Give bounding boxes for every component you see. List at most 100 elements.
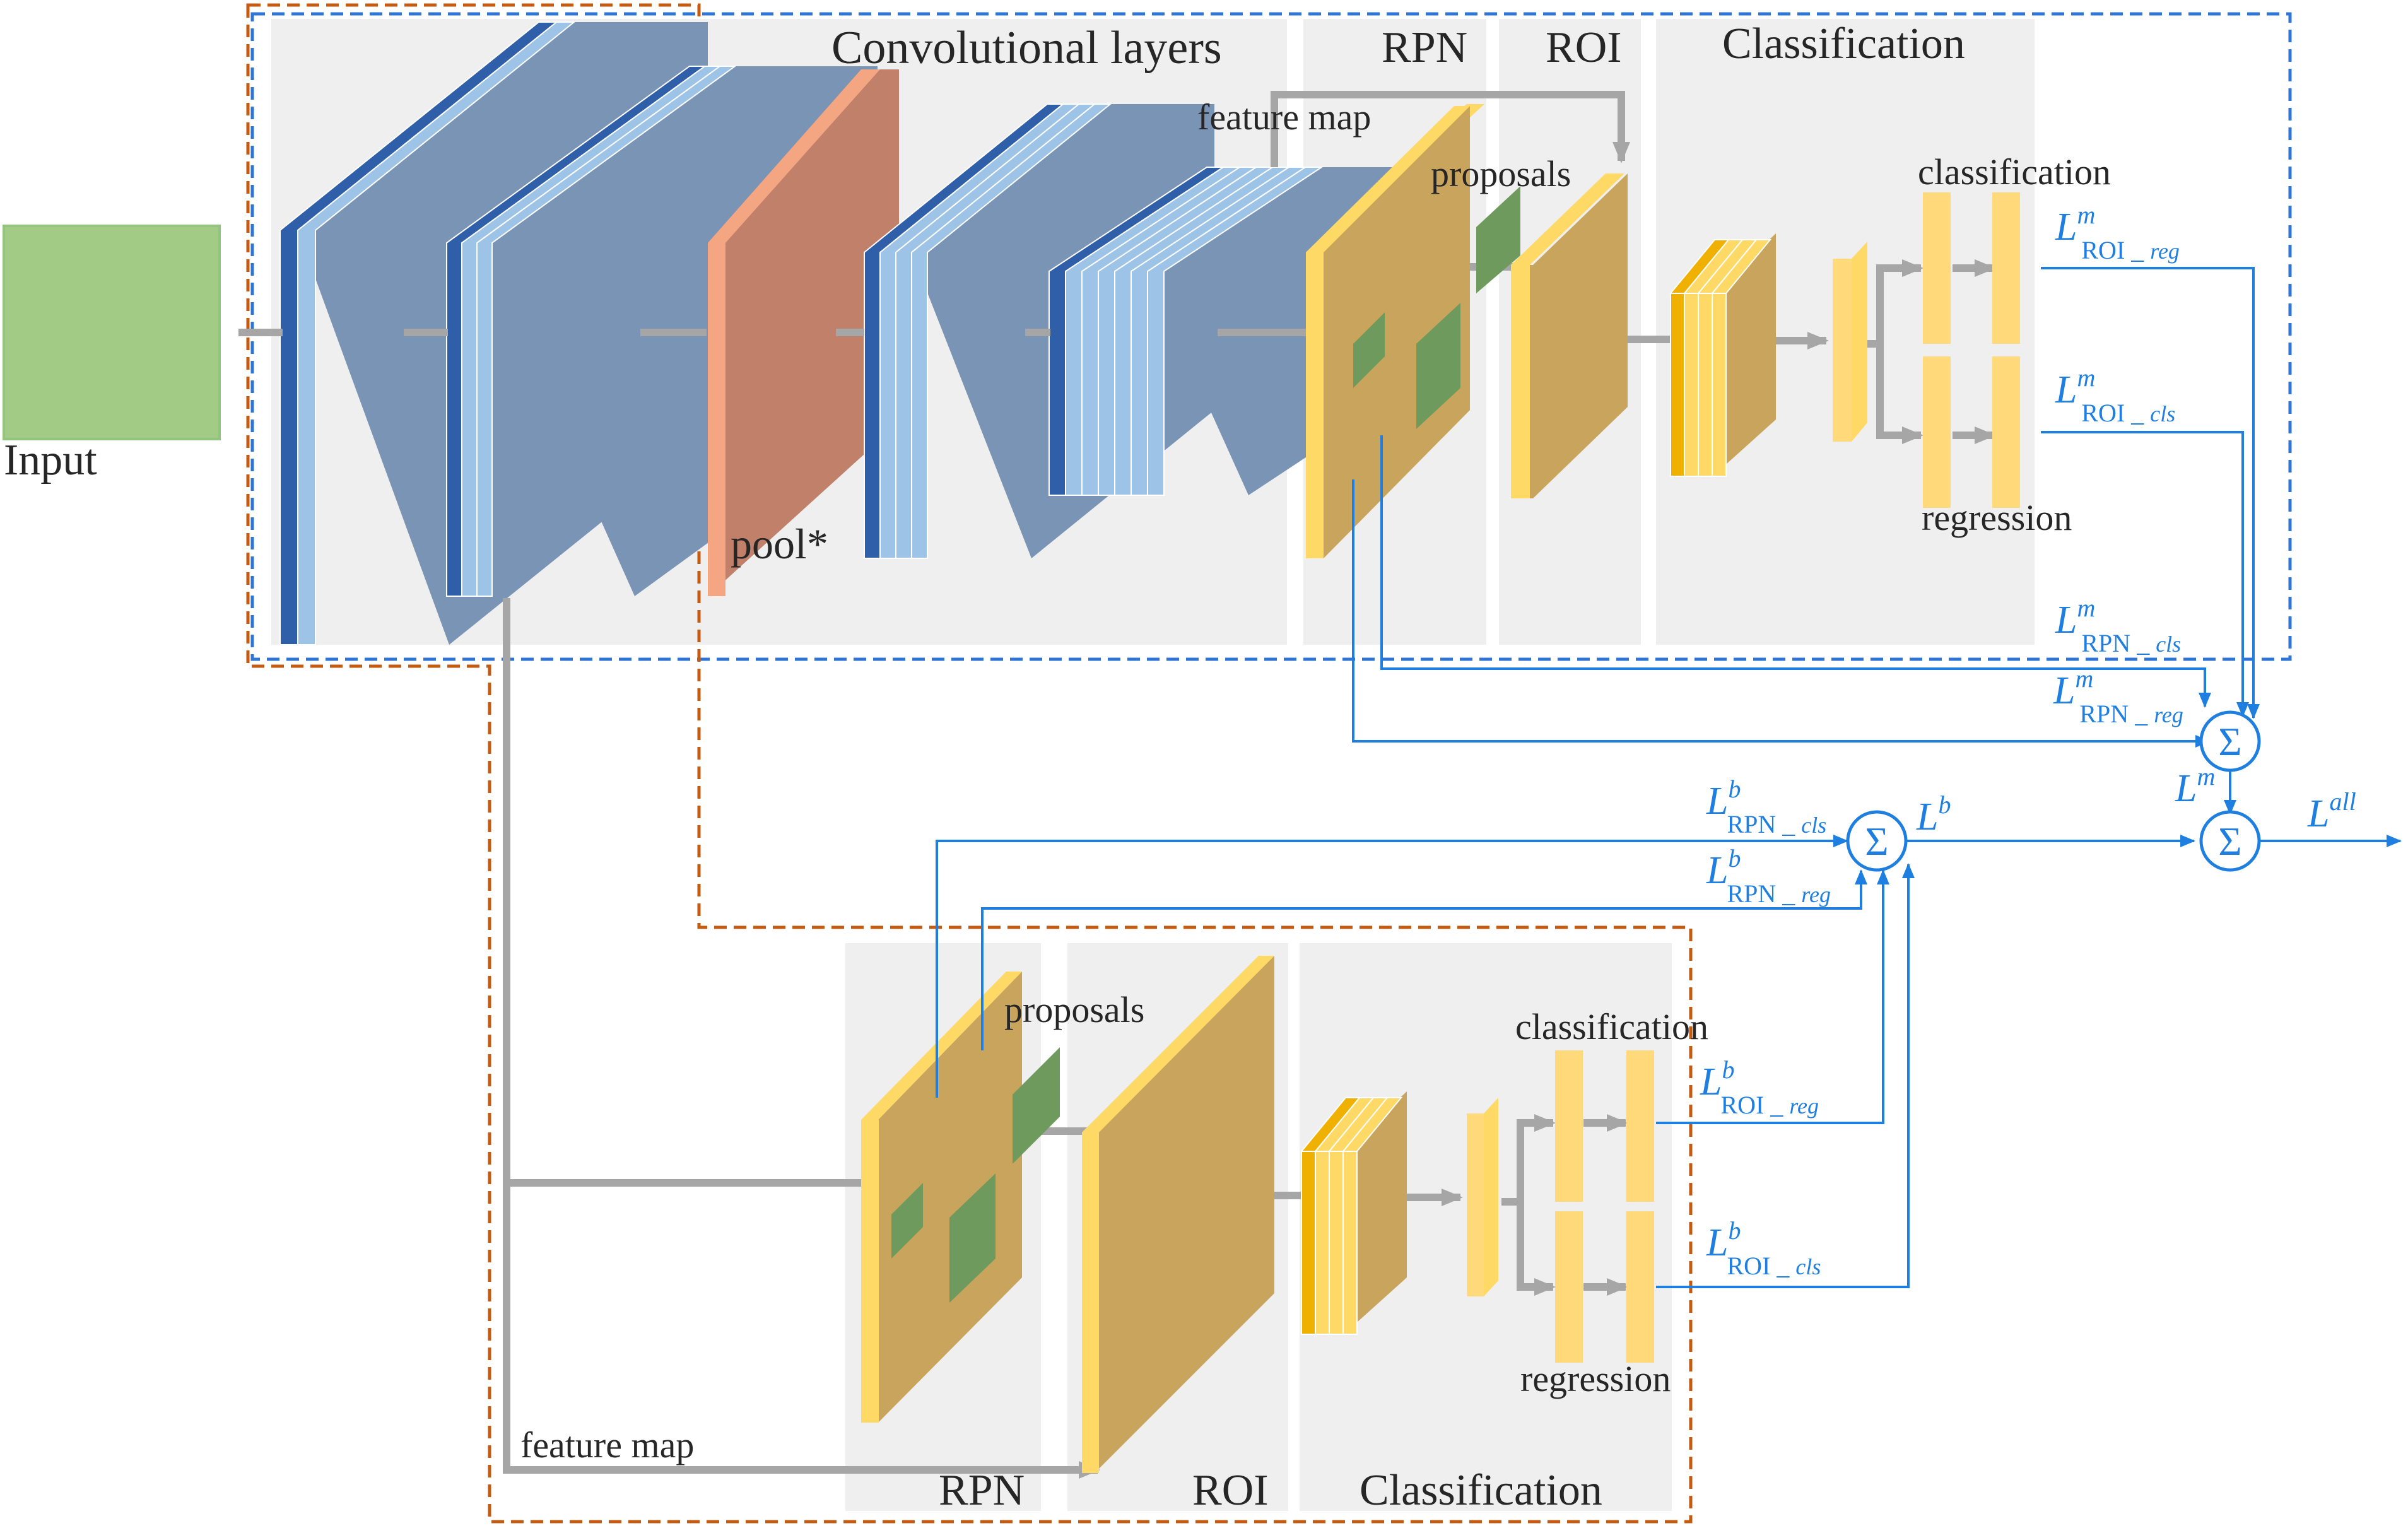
conv-block-1-slice [279,21,558,645]
conv-block-2-slice [446,66,707,597]
line-main-rpn-reg [1352,479,2211,748]
main-roi-layer [1517,173,1628,498]
loss-sup: b [1938,790,1951,819]
blue-dashed-frame [250,12,2292,661]
branch-cls-slice [1329,1151,1344,1335]
main-proposal-box [1476,186,1520,293]
branch-cls-head-box-1 [1555,1050,1583,1202]
connector-fc-split-lower [1876,344,1923,444]
main-fc-edge [1833,259,1852,442]
loss-sup: b [1728,844,1741,872]
main-classification-title: Classification [1722,20,1965,68]
branch-rpn-title: RPN [939,1466,1025,1515]
conv-block-3-slice [864,103,1065,559]
loss-subsub: reg [1801,882,1831,907]
loss-base: L [1916,796,1938,838]
main-detection-shapes [1306,104,2020,558]
loss-sup: m [2077,363,2095,392]
branch-feature-map-label: feature map [520,1424,694,1465]
loss-sup: all [2329,787,2356,816]
loss-subsub: reg [1789,1093,1819,1119]
loss-subsub: cls [2156,631,2181,657]
loss-base: L [1706,849,1728,892]
branch-cls-slice [1301,1151,1316,1335]
loss-subsub: cls [1795,1254,1821,1279]
input-label: Input [4,436,97,485]
main-cls-slice [1670,293,1685,477]
loss-sub: RPN [2081,629,2130,657]
connector-conv2-branch [503,598,866,1187]
main-roi-title: ROI [1546,23,1622,72]
sum-all-symbol: Σ [2218,819,2241,864]
loss-sup: b [1722,1055,1734,1084]
loss-sub: ROI [1727,1252,1770,1280]
line-branch-rpn-reg [981,869,1867,1050]
line-main-roi-cls [2041,431,2249,717]
sum-all-node: Σ [2199,810,2261,872]
main-roi-top [1511,173,1624,265]
loss-sup: b [1728,1216,1741,1245]
loss-base: L [2307,792,2329,835]
section-labels: Convolutional layers pool* RPN ROI Class… [520,20,2111,1515]
branch-reg-head-box-2 [1626,1211,1654,1363]
line-main-roi-reg [2041,267,2260,719]
branch-classification-title: Classification [1360,1466,1602,1515]
branch-flow-connectors [503,598,1628,1479]
line-main-rpn-cls [1380,435,2211,708]
branch-cls-head-box-2 [1626,1050,1654,1202]
loss-sep: _ [2125,236,2150,264]
loss-sep: _ [1776,810,1801,838]
branch-cls-slice [1342,1151,1358,1335]
loss-base: L [2055,368,2077,411]
loss-sup: b [1728,775,1741,803]
loss-sup: m [2077,594,2095,622]
branch-roi-face [1098,956,1274,1470]
input-image [3,225,221,440]
main-anchor-large [1416,303,1460,429]
branch-cls-head-label: classification [1515,1006,1708,1047]
branch-loss-lines [936,835,1915,1288]
loss-sep: _ [1770,1252,1795,1280]
loss-base: L [2053,669,2075,712]
main-reg-head-label: regression [1922,497,2072,538]
main-feature-map-label: feature map [1197,97,1371,138]
loss-label-main-total: Lm [2175,762,2215,810]
loss-sup: m [2197,762,2215,790]
branch-rpn-edge [861,1120,879,1423]
branch-fc-edge [1467,1113,1484,1296]
main-anchor-small [1353,312,1385,388]
branch-proposals-label: proposals [1004,989,1144,1030]
loss-sup: m [2075,664,2093,693]
line-branch-rpn-cls [936,835,1848,1098]
loss-base: L [2055,206,2077,249]
connector-branch-featuremap [503,1180,1100,1479]
branch-anchor-large [949,1173,996,1303]
conv-layers-title: Convolutional layers [831,22,1222,74]
main-loss-lines [1352,267,2402,847]
main-cls-stack [1669,233,1776,477]
loss-sep: _ [1764,1091,1789,1119]
loss-label-branch-total: Lb [1916,790,1951,838]
orange-dashed-frame-shared [246,3,1693,1524]
branch-detection-shapes [861,956,1654,1473]
loss-sub: RPN [2079,700,2129,728]
loss-base: L [1706,1221,1728,1264]
loss-subsub: reg [2154,702,2183,727]
connector-fc-split [1867,259,1923,348]
connector-featuremap-roi [1271,91,1630,167]
loss-sub: ROI [2081,399,2125,427]
line-branch-roi-cls [1656,863,1915,1288]
loss-label-all-total: Lall [2307,787,2356,835]
loss-subsub: reg [2150,238,2180,264]
sum-branch-node: Σ [1846,810,1908,872]
main-cls-head-box-1 [1923,192,1951,344]
branch-cls-slice [1315,1151,1330,1335]
